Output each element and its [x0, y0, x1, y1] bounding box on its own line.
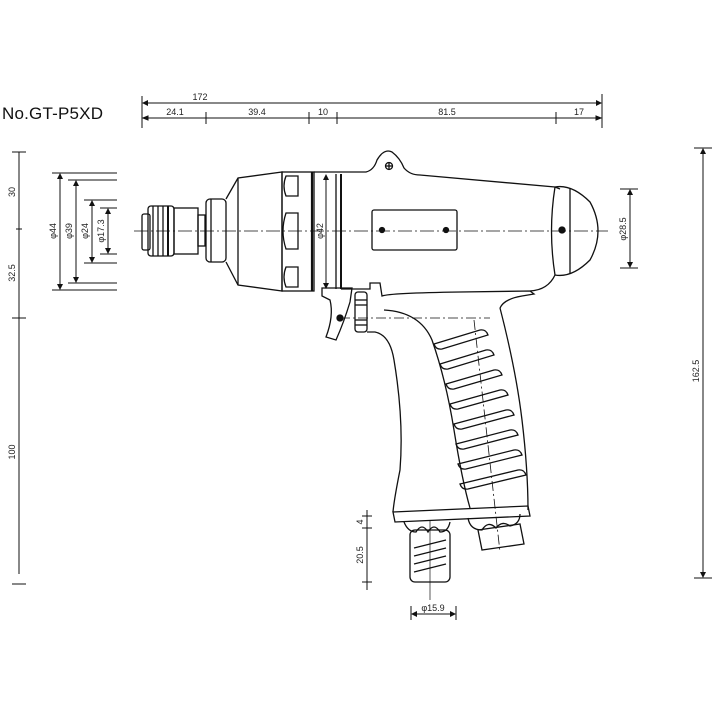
rear-cap-dimension — [620, 188, 638, 269]
dim-seg-1: 24.1 — [166, 107, 184, 117]
dim-seg-4: 81.5 — [438, 107, 456, 117]
dim-left-lower: 100 — [7, 444, 17, 459]
dim-inlet-diameter: φ15.9 — [421, 603, 444, 613]
dim-nose-44: φ44 — [48, 223, 58, 239]
dim-body-42: φ42 — [315, 223, 325, 239]
nose-diameter-dimensions — [52, 172, 117, 291]
dim-seg-5: 17 — [574, 107, 584, 117]
air-inlet-dimensions — [362, 510, 457, 620]
dim-inlet-length: 20.5 — [355, 546, 365, 564]
dim-overall-height: 162.5 — [691, 360, 701, 383]
dim-rear-28-5: φ28.5 — [618, 217, 628, 240]
dim-left-upper: 30 — [7, 187, 17, 197]
model-number: No.GT-P5XD — [2, 104, 104, 123]
dim-left-middle: 32.5 — [7, 264, 17, 282]
overall-height-dimension — [694, 147, 712, 579]
dim-inlet-collar: 4 — [355, 519, 365, 524]
dim-nose-24: φ24 — [80, 223, 90, 239]
dim-overall-length: 172 — [192, 92, 207, 102]
dim-seg-3: 10 — [318, 107, 328, 117]
dim-nose-17-3: φ17.3 — [96, 219, 106, 242]
dim-seg-2: 39.4 — [248, 107, 266, 117]
left-height-dimensions — [12, 151, 26, 585]
tool-body — [141, 150, 599, 583]
segment-dimensions — [141, 112, 603, 124]
overall-length-dimension — [141, 94, 603, 128]
dim-nose-39: φ39 — [64, 223, 74, 239]
